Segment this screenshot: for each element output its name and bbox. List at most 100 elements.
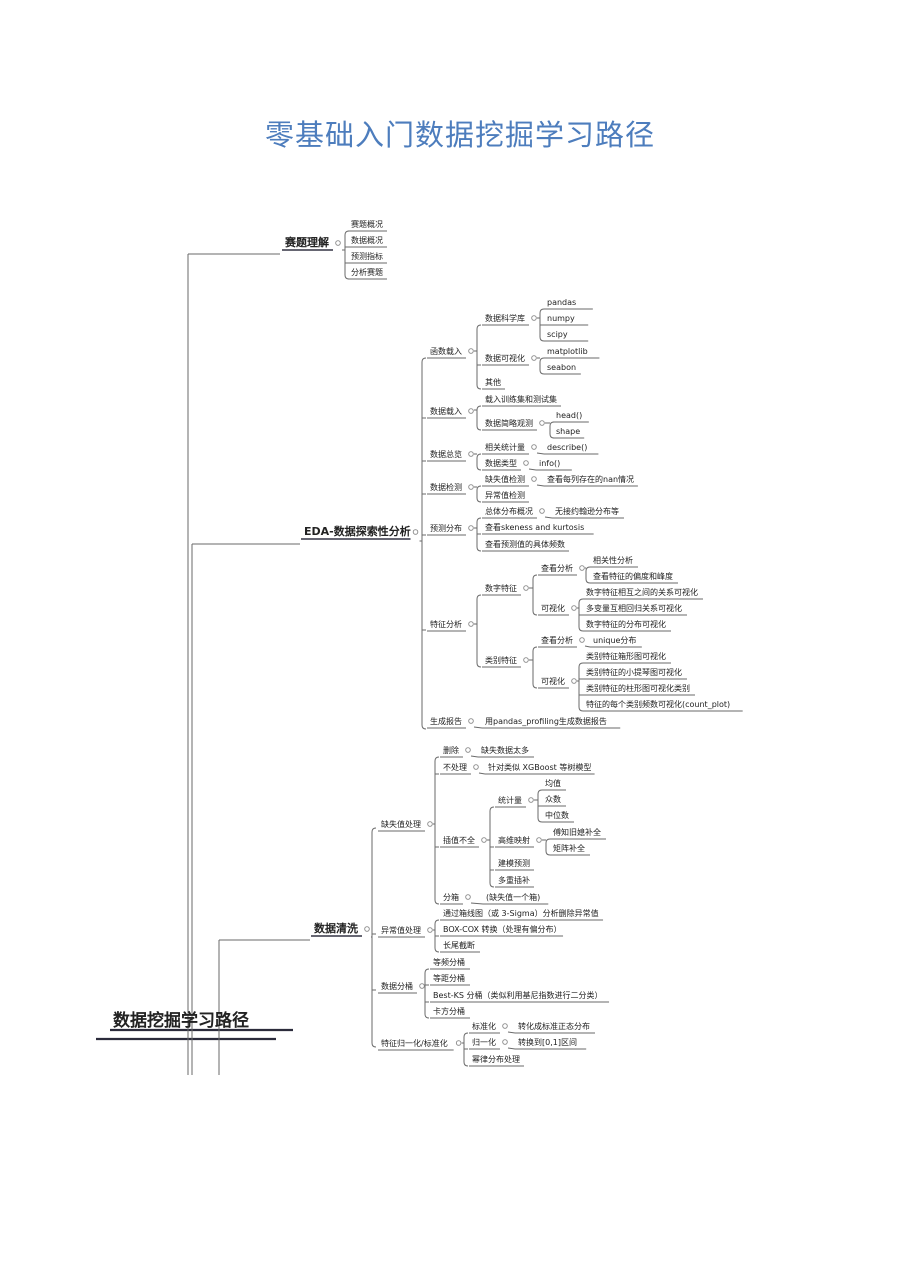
collapse-toggle[interactable]: [468, 484, 474, 490]
collapse-toggle[interactable]: [481, 837, 487, 843]
collapse-toggle[interactable]: [579, 565, 585, 571]
collapse-toggle[interactable]: [523, 585, 529, 591]
node-label-74: 通过箱线图（或 3-Sigma）分析删除异常值: [443, 908, 599, 918]
collapse-toggle[interactable]: [465, 747, 471, 753]
connector-curve: [545, 838, 551, 844]
node-label-2: 赛题理解: [284, 235, 329, 249]
node-label-80: Best-KS 分桶（类似利用基尼指数进行二分类）: [433, 990, 602, 1000]
collapse-toggle[interactable]: [412, 529, 419, 535]
connector-curve: [476, 497, 482, 503]
node-label-59: 不处理: [443, 762, 467, 772]
node-label-64: 统计量: [498, 795, 522, 805]
collapse-toggle[interactable]: [502, 1039, 508, 1045]
connector-curve: [578, 626, 584, 632]
connector-line: [544, 516, 553, 519]
node-label-9: 数据科学库: [485, 313, 525, 323]
connector-curve: [424, 968, 430, 974]
connector-line: [473, 726, 483, 729]
node-label-54: 用pandas_profiling生成数据报告: [485, 716, 607, 726]
node-label-29: 查看每列存在的nan情况: [547, 474, 634, 484]
node-label-84: 转化成标准正态分布: [518, 1021, 590, 1031]
collapse-toggle[interactable]: [419, 983, 425, 989]
connector-curve: [434, 919, 440, 925]
collapse-toggle[interactable]: [427, 927, 433, 933]
node-label-10: 数据可视化: [485, 353, 525, 363]
node-label-21: shape: [556, 427, 580, 436]
node-label-22: 数据总览: [430, 449, 462, 459]
node-label-67: 多重插补: [498, 875, 530, 885]
collapse-toggle[interactable]: [468, 621, 474, 627]
connector-curve: [371, 827, 377, 833]
connector-curve: [371, 1042, 377, 1048]
node-label-35: 查看预测值的具体频数: [485, 539, 565, 549]
connector-curve: [578, 598, 584, 604]
node-label-5: 预测指标: [351, 251, 383, 261]
collapse-toggle[interactable]: [468, 408, 474, 414]
node-label-45: 数字特征的分布可视化: [586, 619, 666, 629]
node-label-69: 众数: [545, 794, 561, 804]
connector-curve: [539, 369, 545, 375]
collapse-toggle[interactable]: [528, 797, 534, 803]
connector-curve: [476, 594, 482, 600]
connector-line: [478, 772, 486, 775]
collapse-toggle[interactable]: [523, 657, 529, 663]
collapse-toggle[interactable]: [536, 837, 542, 843]
node-label-32: 总体分布概况: [485, 506, 533, 516]
collapse-toggle[interactable]: [502, 1023, 508, 1029]
collapse-toggle[interactable]: [531, 444, 537, 450]
collapse-toggle[interactable]: [468, 348, 474, 354]
connector-curve: [476, 662, 482, 668]
collapse-toggle[interactable]: [531, 355, 537, 361]
node-label-13: numpy: [547, 314, 575, 323]
connector-curve: [476, 546, 482, 552]
node-label-81: 卡方分桶: [433, 1006, 465, 1016]
node-label-46: 查看分析: [541, 635, 573, 645]
node-label-57: 删除: [443, 745, 459, 755]
node-label-75: BOX-COX 转换（处理有偏分布）: [443, 924, 562, 934]
node-label-71: 傅知旧媳补全: [553, 827, 601, 837]
collapse-toggle[interactable]: [531, 476, 537, 482]
collapse-toggle[interactable]: [579, 637, 585, 643]
connector-curve: [585, 578, 591, 584]
node-label-70: 中位数: [545, 810, 569, 820]
collapse-toggle[interactable]: [539, 508, 545, 514]
collapse-toggle[interactable]: [531, 315, 537, 321]
connector-curve: [578, 662, 584, 668]
collapse-toggle[interactable]: [455, 1040, 462, 1046]
node-label-24: describe(): [547, 443, 587, 452]
node-label-39: 查看分析: [541, 563, 573, 573]
node-label-38: 类别特征: [485, 655, 517, 665]
collapse-toggle[interactable]: [364, 926, 370, 932]
collapse-toggle[interactable]: [465, 894, 471, 900]
connector-curve: [344, 230, 350, 236]
connector-line: [536, 484, 545, 487]
collapse-toggle[interactable]: [468, 525, 474, 531]
collapse-toggle[interactable]: [468, 718, 474, 724]
collapse-toggle[interactable]: [473, 764, 479, 770]
connector-line: [528, 468, 537, 471]
connector-curve: [434, 756, 440, 762]
connector-curve: [545, 850, 551, 856]
collapse-toggle[interactable]: [571, 605, 577, 611]
connector-curve: [434, 947, 440, 953]
collapse-toggle[interactable]: [468, 451, 474, 457]
connector-curve: [539, 308, 545, 314]
node-label-8: 函数载入: [430, 346, 462, 356]
node-label-51: 类别特征的柱形图可视化类别: [586, 683, 690, 693]
connector-curve: [463, 1032, 469, 1038]
node-label-73: 异常值处理: [381, 925, 421, 935]
node-label-61: 插值不全: [443, 835, 475, 845]
connector-curve: [463, 1061, 469, 1067]
connector-curve: [421, 724, 427, 730]
connector-curve: [578, 706, 584, 712]
node-label-50: 类别特征的小提琴图可视化: [586, 667, 682, 677]
collapse-toggle[interactable]: [539, 420, 545, 426]
collapse-toggle[interactable]: [335, 240, 341, 246]
node-label-66: 建模预测: [498, 858, 530, 868]
collapse-toggle[interactable]: [427, 821, 433, 827]
node-label-7: EDA-数据探索性分析: [304, 524, 411, 538]
connector-line: [470, 755, 479, 758]
node-label-3: 赛题概况: [351, 219, 383, 229]
collapse-toggle[interactable]: [571, 678, 577, 684]
collapse-toggle[interactable]: [523, 460, 529, 466]
